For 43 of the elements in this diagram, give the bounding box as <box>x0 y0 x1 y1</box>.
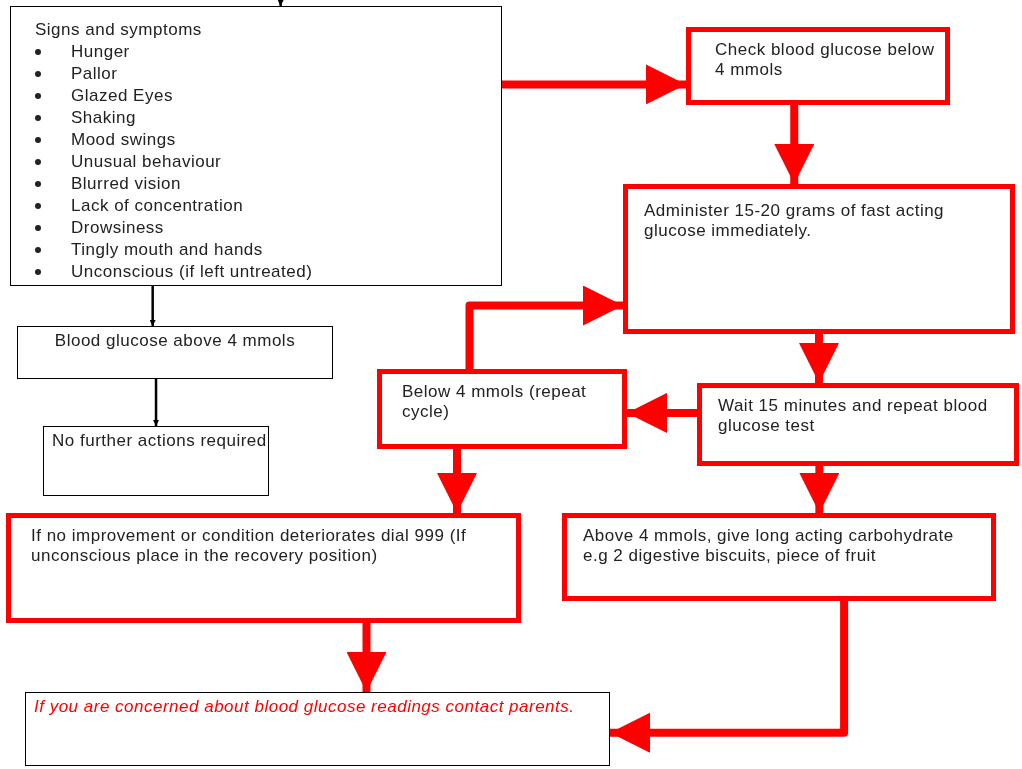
symptom-item: Lack of concentration <box>35 195 501 217</box>
step-text: Blood glucose above 4 mmols <box>53 331 297 351</box>
arrow <box>799 334 839 383</box>
step-text: Below 4 mmols (repeat cycle) <box>402 382 588 422</box>
step-text: Above 4 mmols, give long acting carbohydrate e.g 2 digestive biscuits, piece of fruit <box>583 526 955 566</box>
arrow <box>610 601 849 753</box>
outcome-box <box>43 426 269 496</box>
symptom-item: Tingly mouth and hands <box>35 239 501 261</box>
arrow <box>627 392 697 433</box>
symptom-item: Shaking <box>35 107 501 129</box>
note-text: If you are concerned about blood glucose readings contact parents. <box>34 697 576 717</box>
symptoms-box <box>10 6 502 286</box>
step-text: Check blood glucose below 4 mmols <box>715 40 936 80</box>
process-box <box>562 513 996 601</box>
arrow <box>346 623 387 692</box>
symptom-item: Pallor <box>35 63 501 85</box>
arrow <box>465 285 623 369</box>
symptom-item: Drowsiness <box>35 217 501 239</box>
arrow <box>153 379 160 426</box>
symptom-item: Unconscious (if left untreated) <box>35 261 501 283</box>
heading-text: Signs and symptoms <box>35 19 203 41</box>
arrow <box>799 466 840 513</box>
arrow <box>774 105 815 184</box>
step-text: Administer 15-20 grams of fast acting glucose immediately. <box>644 201 946 241</box>
symptom-item: Hunger <box>35 41 501 63</box>
arrow <box>149 286 156 326</box>
symptom-item: Unusual behaviour <box>35 151 501 173</box>
outcome-box <box>17 326 333 379</box>
process-box <box>623 184 1015 334</box>
arrow <box>437 449 477 513</box>
step-text: Wait 15 minutes and repeat blood glucose test <box>718 396 989 436</box>
step-text: If no improvement or condition deteriorates dial 999 (If unconscious place in the recovery position) <box>31 526 468 566</box>
symptom-item: Glazed Eyes <box>35 85 501 107</box>
arrow <box>502 64 686 105</box>
note-box <box>25 692 610 766</box>
symptom-item: Blurred vision <box>35 173 501 195</box>
process-box <box>686 27 950 105</box>
arrow <box>277 0 284 6</box>
emergency-box <box>6 513 521 623</box>
process-box <box>697 383 1019 466</box>
symptom-item: Mood swings <box>35 129 501 151</box>
step-text: No further actions required <box>52 431 268 451</box>
decision-box <box>377 369 627 449</box>
